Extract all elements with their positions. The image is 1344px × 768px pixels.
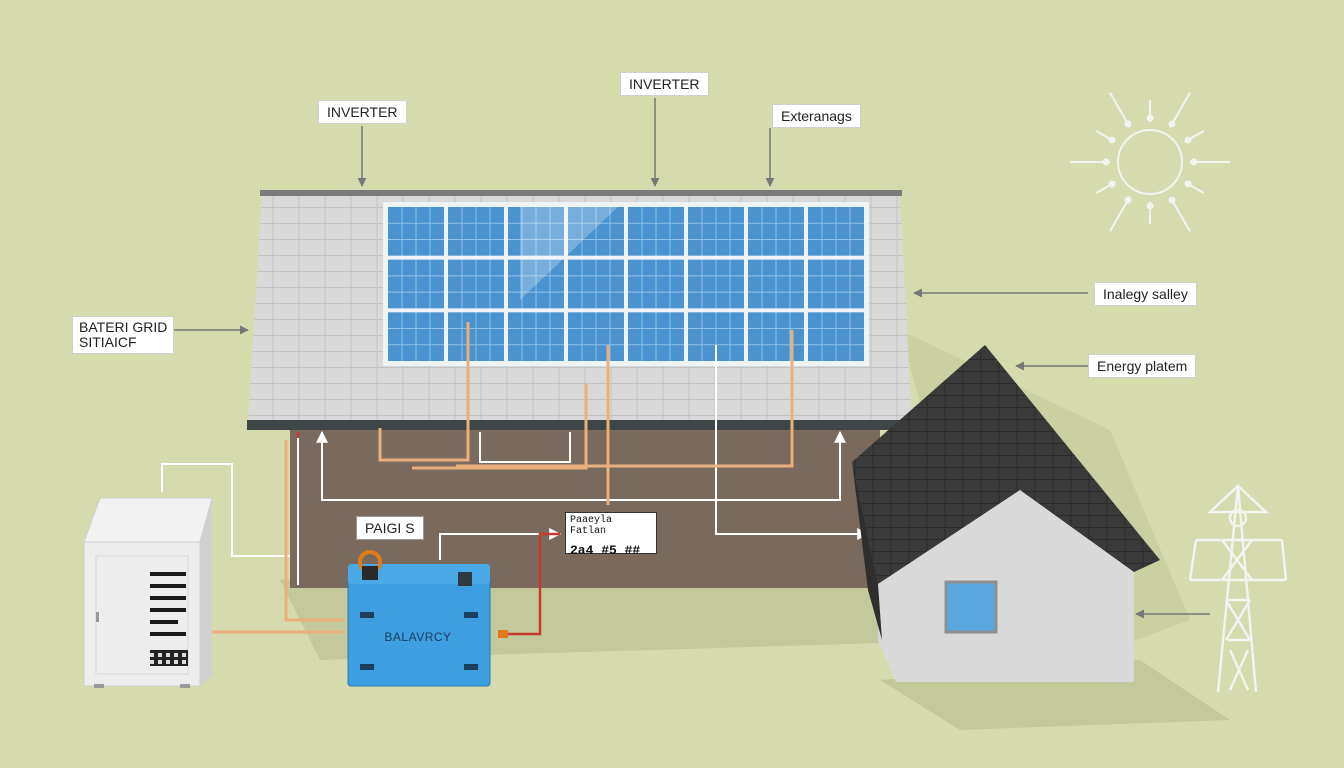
sun-ray-dot	[1108, 136, 1116, 144]
solar-panel-array	[383, 202, 869, 366]
white-cables	[161, 345, 870, 585]
sun-ray-dot	[1124, 196, 1132, 204]
panel-glare	[520, 205, 620, 300]
sun-ray-dot	[1190, 158, 1198, 166]
sun-ray-dot	[1108, 180, 1116, 188]
label-battery-grid: BATERI GRID SITIAICF	[72, 316, 175, 354]
energy-meter-display: Paaeyla Fatlan 2a4 #5 ##	[565, 512, 657, 558]
battery-unit	[347, 550, 508, 687]
label-external: Exteranags	[772, 104, 861, 128]
sun-ray-dot	[1184, 136, 1192, 144]
sun-ray-dot	[1146, 202, 1154, 210]
sun-ray-dot	[1184, 180, 1192, 188]
label-energy-platform: Energy platem	[1088, 354, 1197, 378]
meter-line-2: 2a4 #5 ##	[570, 543, 641, 558]
sun-ray-dot	[1146, 114, 1154, 122]
label-battery-grid-line1: BATERI GRID	[79, 319, 168, 335]
label-energy-safety: Inalegy salley	[1094, 282, 1197, 306]
sun-ray-dot	[1168, 120, 1176, 128]
house	[852, 345, 1160, 682]
battery-label: BALAVRCY	[384, 630, 452, 644]
label-inverter-left: INVERTER	[318, 100, 407, 124]
meter-line-1: Paaeyla Fatlan	[570, 515, 613, 537]
label-battery-grid-line2: SITIAICF	[79, 334, 137, 350]
house-window	[944, 580, 998, 634]
sun-ray-dot	[1102, 158, 1110, 166]
sun-ray-dot	[1124, 120, 1132, 128]
sun-icon	[1070, 92, 1230, 232]
orange-cables	[205, 322, 794, 634]
power-tower-icon	[1188, 484, 1288, 693]
sun-ray-dot	[1168, 196, 1176, 204]
grid-storage-cabinet	[83, 497, 213, 688]
label-inverter-top: INVERTER	[620, 72, 709, 96]
pointer-arrows	[160, 98, 1210, 619]
label-panels: PAIGI S	[356, 516, 424, 540]
